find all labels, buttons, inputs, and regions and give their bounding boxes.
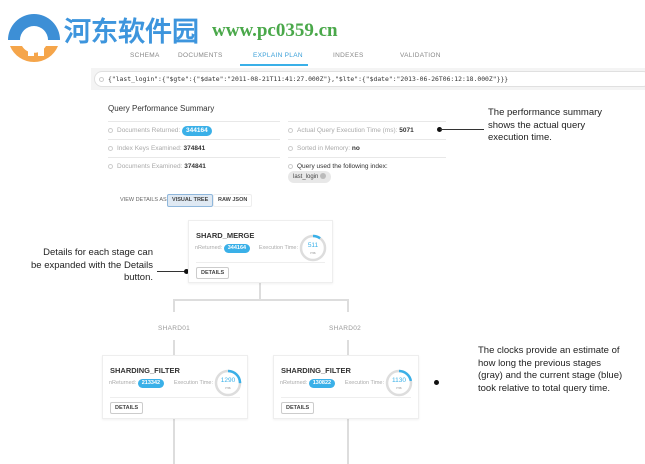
nreturned-label: nReturned: xyxy=(109,380,137,386)
exec-time-label: Execution Time: xyxy=(344,380,384,386)
index-chip[interactable]: last_login xyxy=(288,171,332,183)
stage-card-shard02: SHARDING_FILTER nReturned: 130822 Execut… xyxy=(273,355,419,419)
clock-unit: ms xyxy=(310,250,316,255)
nreturned-label: nReturned: xyxy=(195,245,223,251)
tree-connector xyxy=(173,340,175,355)
query-input[interactable]: {"last_login":{"$gte":{"$date":"2011-08-… xyxy=(94,71,645,87)
sorted-value: no xyxy=(351,145,360,152)
clock-unit: ms xyxy=(396,385,402,390)
details-annotation: Details for each stage can be expanded w… xyxy=(31,247,153,283)
divider xyxy=(196,262,325,263)
info-icon xyxy=(108,127,113,133)
details-button[interactable]: DETAILS xyxy=(196,267,230,279)
nreturned: nReturned: 344164 xyxy=(195,244,251,253)
details-button[interactable]: DETAILS xyxy=(281,402,315,414)
annotation-line xyxy=(157,271,187,272)
clock-ms: 1290 xyxy=(220,377,236,384)
exec-time-label: Execution Time: xyxy=(258,245,298,251)
info-icon xyxy=(288,145,293,151)
perf-annotation: The performance summary shows the actual… xyxy=(488,107,603,143)
clock-unit: ms xyxy=(225,385,231,390)
keys-examined-row: Index Keys Examined: 374841 xyxy=(108,139,280,157)
docs-returned-row: Documents Returned: 344164 xyxy=(108,121,280,139)
divider xyxy=(281,397,411,398)
info-icon xyxy=(108,163,113,169)
tab-indexes[interactable]: INDEXES xyxy=(333,52,364,59)
tab-documents[interactable]: DOCUMENTS xyxy=(178,52,223,59)
exec-time-row: Actual Query Execution Time (ms): 5071 xyxy=(288,121,446,139)
shard01-label: SHARD01 xyxy=(158,325,191,332)
tab-explain-plan[interactable]: EXPLAIN PLAN xyxy=(253,52,303,59)
tab-validation[interactable]: VALIDATION xyxy=(400,52,441,59)
stage-name: SHARDING_FILTER xyxy=(110,366,180,375)
annotation-dot xyxy=(434,380,439,385)
nreturned-label: nReturned: xyxy=(280,380,308,386)
keys-examined-value: 374841 xyxy=(183,145,206,152)
watermark-name: 河东软件园 xyxy=(64,17,199,48)
view-details-label: VIEW DETAILS AS xyxy=(120,197,167,203)
info-icon xyxy=(288,163,293,169)
exec-time-value: 5071 xyxy=(399,127,414,134)
exec-time-label: Execution Time: xyxy=(173,380,213,386)
active-tab-indicator xyxy=(240,64,308,66)
summary-title: Query Performance Summary xyxy=(108,104,215,113)
tree-connector xyxy=(347,419,349,464)
query-text: {"last_login":{"$gte":{"$date":"2011-08-… xyxy=(108,75,509,83)
clock-icon: 1130 ms xyxy=(384,368,414,398)
label: Index Keys Examined: xyxy=(117,145,182,152)
stage-card-shard-merge: SHARD_MERGE nReturned: 344164 Execution … xyxy=(188,220,333,283)
nreturned-value: 344164 xyxy=(223,244,251,253)
clocks-annotation: The clocks provide an estimate of how lo… xyxy=(478,345,623,394)
label: Documents Returned: xyxy=(117,127,181,134)
details-button[interactable]: DETAILS xyxy=(110,402,144,414)
info-icon xyxy=(108,145,113,151)
nreturned: nReturned: 213342 xyxy=(109,379,165,388)
label: Query used the following index: xyxy=(297,163,388,170)
watermark-logo xyxy=(4,10,64,66)
docs-examined-row: Documents Examined: 374841 xyxy=(108,157,280,175)
stage-name: SHARDING_FILTER xyxy=(281,366,351,375)
clock-arc xyxy=(214,369,242,397)
raw-json-button[interactable]: RAW JSON xyxy=(213,194,253,207)
stage-name: SHARD_MERGE xyxy=(196,231,255,240)
clock-ms: 1130 xyxy=(392,377,406,384)
annotation-line xyxy=(440,129,484,130)
nreturned-value: 213342 xyxy=(137,379,165,388)
info-icon xyxy=(99,76,104,82)
clock-ms: 511 xyxy=(307,242,319,249)
query-bar: {"last_login":{"$gte":{"$date":"2011-08-… xyxy=(91,68,645,90)
tree-connector xyxy=(347,340,349,355)
tree-connector xyxy=(347,299,349,312)
clock-icon: 511 ms xyxy=(298,233,328,263)
shard02-label: SHARD02 xyxy=(329,325,362,332)
clock-arc xyxy=(385,369,413,397)
sorted-row: Sorted in Memory: no xyxy=(288,139,446,157)
label: Actual Query Execution Time (ms): xyxy=(297,127,398,134)
stage-card-shard01: SHARDING_FILTER nReturned: 213342 Execut… xyxy=(102,355,248,419)
info-icon xyxy=(288,127,293,133)
label: Sorted in Memory: xyxy=(297,145,351,152)
visual-tree-button[interactable]: VISUAL TREE xyxy=(167,194,214,207)
annotation-dot xyxy=(437,127,442,132)
index-name: last_login xyxy=(293,174,319,180)
watermark-url: www.pc0359.cn xyxy=(212,20,338,41)
divider xyxy=(110,397,240,398)
docs-examined-value: 374841 xyxy=(184,163,206,170)
tree-connector xyxy=(259,282,261,300)
nreturned: nReturned: 130822 xyxy=(280,379,336,388)
clock-arc xyxy=(299,234,327,262)
tree-connector xyxy=(173,299,175,312)
annotation-dot xyxy=(184,269,189,274)
docs-returned-value: 344164 xyxy=(182,126,212,136)
tree-connector xyxy=(173,299,349,301)
nreturned-value: 130822 xyxy=(308,379,336,388)
info-icon xyxy=(320,173,327,180)
index-row: Query used the following index: xyxy=(288,157,446,175)
label: Documents Examined: xyxy=(117,163,183,170)
tree-connector xyxy=(173,419,175,464)
clock-icon: 1290 ms xyxy=(213,368,243,398)
tab-schema[interactable]: SCHEMA xyxy=(130,52,160,59)
